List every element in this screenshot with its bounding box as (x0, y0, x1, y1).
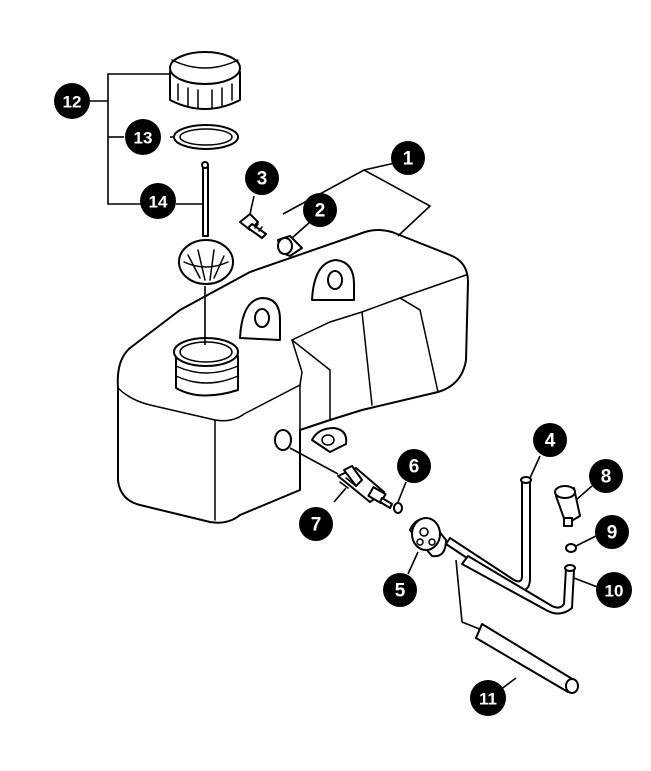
fuel-cap (169, 51, 241, 110)
callout-7-label: 7 (311, 515, 322, 536)
callout-13-label: 13 (134, 129, 153, 148)
callout-8: 8 (589, 459, 623, 493)
screw (239, 213, 267, 239)
leader-3 (249, 195, 255, 215)
washer-6 (393, 502, 403, 514)
callout-6-label: 6 (409, 457, 420, 478)
leader-1b (363, 162, 396, 171)
leader-7 (333, 487, 347, 503)
washer-9 (565, 543, 577, 553)
callout-6: 6 (397, 449, 431, 483)
fuel-filter (554, 485, 581, 527)
callout-3: 3 (245, 161, 279, 195)
leader-10 (573, 577, 601, 589)
callout-12: 12 (54, 83, 90, 119)
callout-10: 10 (596, 572, 632, 608)
callout-1-label: 1 (403, 149, 414, 170)
callout-1: 1 (391, 141, 425, 175)
leader-1 (282, 169, 432, 237)
leader-6 (397, 481, 407, 503)
grommet (277, 235, 303, 257)
callout-10-label: 10 (605, 582, 624, 601)
leader-8 (575, 485, 593, 501)
callout-14-label: 14 (149, 193, 168, 212)
callout-4-label: 4 (545, 431, 556, 452)
cap-gasket (173, 124, 239, 150)
leader-5 (407, 551, 419, 575)
fuel-valve (337, 465, 393, 509)
callout-9: 9 (595, 515, 629, 549)
fuel-hose-10 (461, 555, 576, 615)
callout-7: 7 (299, 507, 333, 541)
fuel-joint (409, 517, 447, 558)
callout-11: 11 (470, 680, 506, 716)
callout-9-label: 9 (607, 523, 618, 544)
callout-8-label: 8 (601, 467, 612, 488)
callout-5: 5 (383, 573, 417, 607)
callout-2-label: 2 (315, 201, 326, 222)
callout-3-label: 3 (257, 169, 268, 190)
leader-2 (291, 221, 311, 239)
callout-2: 2 (303, 193, 337, 227)
strainer (178, 161, 234, 345)
callout-5-label: 5 (395, 581, 406, 602)
callout-13: 13 (125, 119, 161, 155)
breather-tube (455, 559, 579, 694)
bracket-12 (107, 73, 170, 205)
leader-9 (575, 535, 597, 547)
leader-valve (289, 447, 339, 475)
leader-4 (529, 455, 541, 479)
callout-4: 4 (533, 423, 567, 457)
callout-14: 14 (140, 183, 176, 219)
callout-11-label: 11 (479, 690, 497, 709)
callout-12-label: 12 (63, 93, 82, 112)
